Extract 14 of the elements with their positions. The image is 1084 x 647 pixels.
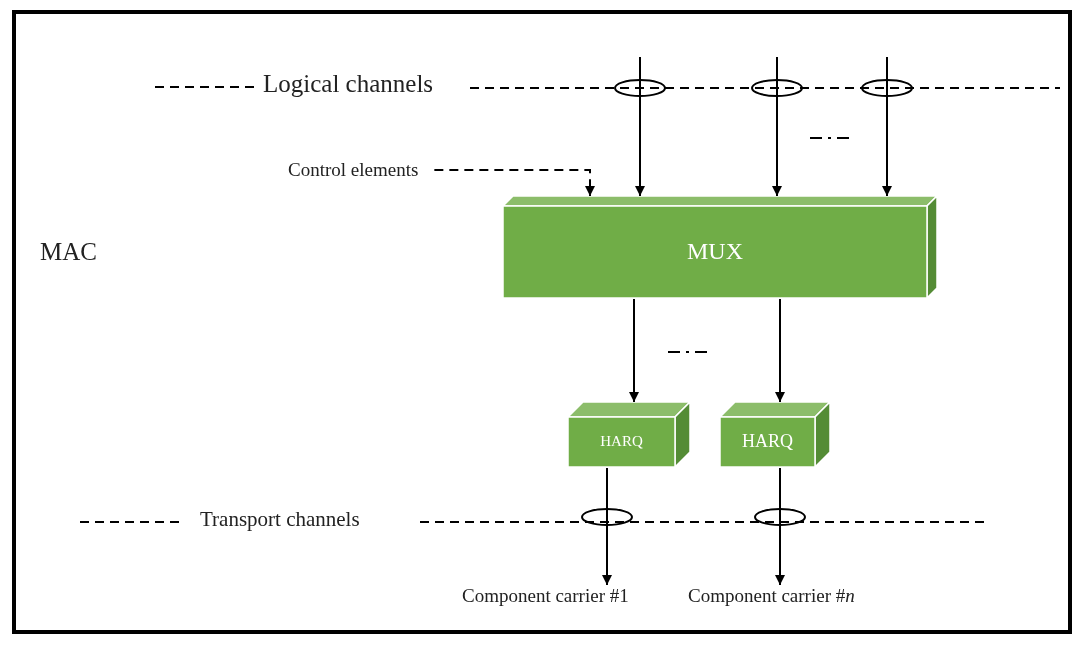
arrow <box>635 56 645 197</box>
arrow <box>602 467 612 586</box>
arrow <box>772 56 782 197</box>
arrow <box>629 298 639 403</box>
arrow <box>433 169 595 197</box>
text-label: Control elements <box>288 159 419 181</box>
block-label: MUX <box>686 237 744 265</box>
block-label: HARQ <box>599 433 644 450</box>
text-label: Component carrier #n <box>688 585 855 607</box>
arrow <box>775 467 785 586</box>
arrow <box>775 298 785 403</box>
block-label: HARQ <box>741 431 794 453</box>
text-label: Component carrier #1 <box>462 585 629 607</box>
arrow <box>882 56 892 197</box>
